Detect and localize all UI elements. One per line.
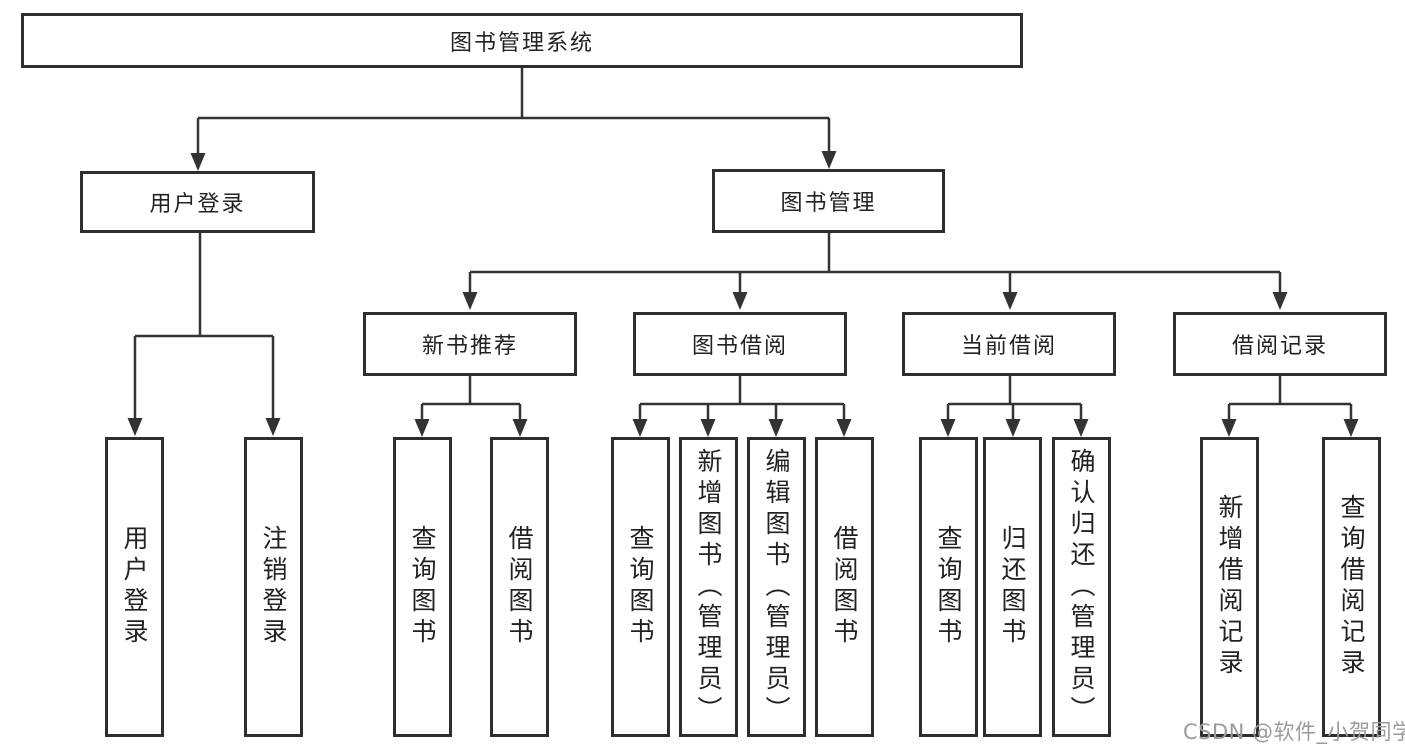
node-new-book-recommendation: 新书推荐 bbox=[363, 312, 577, 376]
node-add-books-admin: 新增图书（管理员） bbox=[679, 437, 738, 737]
node-query-borrow-record: 查询借阅记录 bbox=[1322, 437, 1381, 737]
node-label: 确认归还（管理员） bbox=[1067, 447, 1096, 727]
node-label: 新书推荐 bbox=[421, 334, 518, 359]
node-book-management: 图书管理 bbox=[712, 169, 945, 233]
node-label: 注销登录 bbox=[259, 525, 288, 649]
node-label: 新增图书（管理员） bbox=[694, 447, 723, 727]
node-label: 查询图书 bbox=[408, 525, 437, 649]
node-label: 查询借阅记录 bbox=[1337, 494, 1366, 680]
node-label: 编辑图书（管理员） bbox=[762, 447, 791, 727]
node-borrow-books-leaf: 借阅图书 bbox=[815, 437, 874, 737]
node-label: 借阅图书 bbox=[505, 525, 534, 649]
node-borrowing-records: 借阅记录 bbox=[1173, 312, 1387, 376]
node-label: 用户登录 bbox=[149, 192, 246, 217]
node-label: 查询图书 bbox=[934, 525, 963, 649]
node-label: 图书借阅 bbox=[691, 334, 788, 359]
node-label: 用户登录 bbox=[120, 525, 149, 649]
node-label: 借阅图书 bbox=[830, 525, 859, 649]
node-label: 当前借阅 bbox=[960, 334, 1057, 359]
node-label: 查询图书 bbox=[626, 525, 655, 649]
node-current-borrowing: 当前借阅 bbox=[902, 312, 1116, 376]
node-label: 新增借阅记录 bbox=[1215, 494, 1244, 680]
node-borrow-books-recommend: 借阅图书 bbox=[490, 437, 549, 737]
node-label: 图书管理系统 bbox=[449, 30, 594, 56]
node-query-books-recommend: 查询图书 bbox=[393, 437, 452, 737]
arrowheads bbox=[127, 151, 1359, 437]
node-query-books-borrowing: 查询图书 bbox=[611, 437, 670, 737]
node-add-borrow-record: 新增借阅记录 bbox=[1200, 437, 1259, 737]
node-logout: 注销登录 bbox=[244, 437, 303, 737]
node-edit-books-admin: 编辑图书（管理员） bbox=[747, 437, 806, 737]
node-book-borrowing: 图书借阅 bbox=[633, 312, 847, 376]
node-user-login-leaf: 用户登录 bbox=[105, 437, 164, 737]
node-label: 归还图书 bbox=[998, 525, 1027, 649]
node-return-books: 归还图书 bbox=[983, 437, 1042, 737]
node-confirm-return-admin: 确认归还（管理员） bbox=[1052, 437, 1111, 737]
node-user-login: 用户登录 bbox=[80, 171, 315, 233]
node-library-management-system: 图书管理系统 bbox=[21, 13, 1023, 68]
node-label: 借阅记录 bbox=[1231, 334, 1328, 359]
csdn-watermark: CSDN @软件_小贺同学 bbox=[1183, 720, 1405, 744]
node-query-books-current: 查询图书 bbox=[919, 437, 978, 737]
node-label: 图书管理 bbox=[780, 191, 877, 216]
